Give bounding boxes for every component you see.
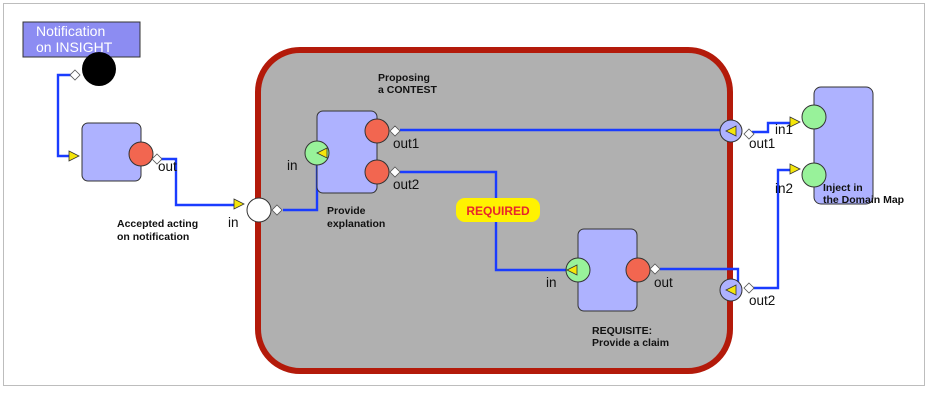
accepted-label-line2: on notification (117, 231, 189, 243)
accepted-out-label: out (158, 159, 177, 174)
container-in-port[interactable] (246, 197, 272, 223)
explanation-out1-port[interactable] (364, 118, 390, 144)
inject-in1-port[interactable] (801, 104, 827, 130)
wire-out2-to-inject-in2 (752, 168, 790, 290)
requisite-in-label: in (546, 275, 557, 290)
requisite-label-line2: Provide a claim (592, 337, 669, 349)
requisite-in-port[interactable] (565, 257, 591, 283)
explanation-label-line1: Provide (327, 205, 366, 217)
trigger-event-dot[interactable] (82, 52, 116, 86)
inject-in1-label: in1 (775, 122, 793, 137)
container-in-label: in (228, 215, 239, 230)
container-out2-diamond-icon[interactable] (743, 282, 755, 294)
trigger-out-diamond-icon[interactable] (69, 69, 81, 81)
inject-label-line2: the Domain Map (823, 194, 904, 206)
explanation-out1-label: out1 (393, 136, 419, 151)
wire-out1-to-inject-in1 (752, 121, 790, 134)
explanation-label-line2: explanation (327, 218, 385, 230)
container-in-arrow-icon[interactable] (233, 198, 245, 210)
requisite-label-line1: REQUISITE: (592, 325, 652, 337)
trigger-label-line1: Notification (36, 23, 105, 39)
container-out1-label: out1 (749, 136, 775, 151)
wire-accepted-to-container (160, 157, 236, 207)
explanation-out2-port[interactable] (364, 159, 390, 185)
required-badge-text: REQUIRED (466, 204, 530, 218)
accepted-out-port[interactable] (128, 141, 154, 167)
inject-label-line1: Inject in (823, 182, 863, 194)
inject-node[interactable] (813, 86, 874, 205)
explanation-out2-label: out2 (393, 177, 419, 192)
inject-in2-port[interactable] (801, 162, 827, 188)
container-out2-label: out2 (749, 293, 775, 308)
inject-in2-label: in2 (775, 181, 793, 196)
inject-in2-arrow-icon[interactable] (789, 163, 801, 175)
requisite-out-label: out (654, 275, 673, 290)
accepted-in-arrow-icon[interactable] (68, 150, 80, 162)
trigger-notification-box[interactable] (22, 21, 141, 58)
container-title-line1: Proposing (378, 72, 430, 84)
container-title-line2: a CONTEST (378, 84, 438, 96)
required-badge (456, 198, 540, 222)
accepted-label-line1: Accepted acting (117, 218, 198, 230)
wire-trigger-to-accepted (56, 73, 74, 158)
requisite-out-port[interactable] (625, 257, 651, 283)
explanation-in-label: in (287, 158, 298, 173)
trigger-label-line2: on INSIGHT (36, 39, 113, 55)
